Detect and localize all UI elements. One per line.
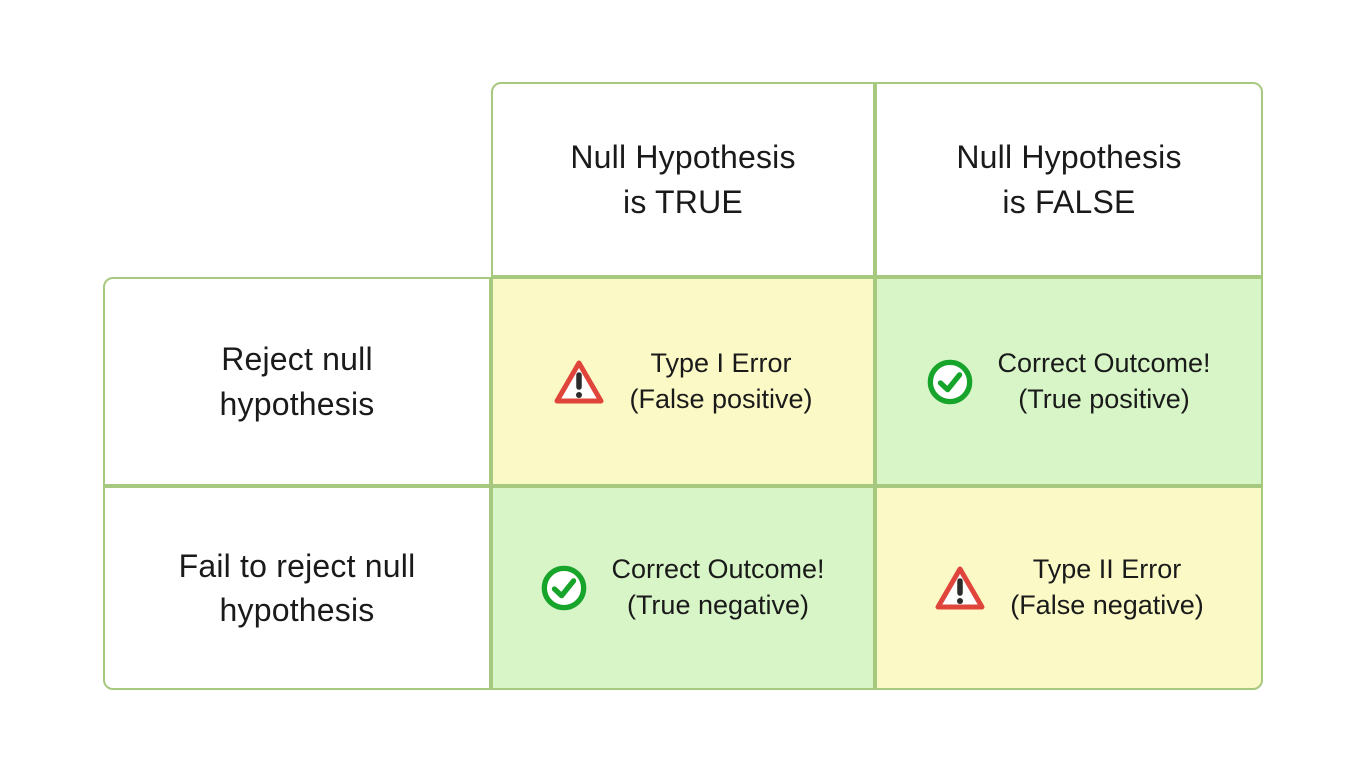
outcome-text: Type II Error (False negative)	[1010, 552, 1204, 623]
header-line-2: is TRUE	[623, 183, 743, 220]
outcome-content: Correct Outcome! (True positive)	[927, 346, 1211, 417]
outcome-subtitle: (False positive)	[629, 383, 813, 414]
outcome-content: Type I Error (False positive)	[553, 346, 813, 417]
row-header-line-2: hypothesis	[219, 592, 375, 628]
row-header-reject: Reject null hypothesis	[103, 277, 491, 486]
corner-spacer	[103, 82, 491, 277]
header-line-1: Null Hypothesis	[570, 139, 796, 176]
row-header-fail-to-reject: Fail to reject null hypothesis	[103, 486, 491, 690]
outcome-title: Type I Error	[650, 347, 792, 378]
warning-icon	[553, 358, 605, 406]
outcome-title: Correct Outcome!	[611, 554, 825, 585]
header-line-2: is FALSE	[1002, 183, 1136, 220]
outcome-title: Correct Outcome!	[997, 347, 1211, 378]
outcome-text: Type I Error (False positive)	[629, 346, 812, 417]
col-header-text: Null Hypothesis is FALSE	[956, 135, 1181, 223]
check-circle-icon	[927, 359, 973, 405]
outcome-title: Type II Error	[1032, 554, 1182, 585]
header-line-1: Null Hypothesis	[956, 139, 1182, 176]
col-header-text: Null Hypothesis is TRUE	[570, 135, 795, 223]
row-header-line-1: Fail to reject null	[178, 547, 416, 584]
cell-type1-error: Type I Error (False positive)	[491, 277, 875, 486]
outcome-subtitle: (True negative)	[626, 590, 810, 620]
outcome-content: Correct Outcome! (True negative)	[541, 552, 825, 623]
row-header-text: Reject null hypothesis	[220, 337, 375, 425]
outcome-subtitle: (True positive)	[1018, 383, 1190, 414]
row-header-line-2: hypothesis	[219, 385, 375, 422]
warning-icon	[934, 564, 986, 612]
col-header-null-true: Null Hypothesis is TRUE	[491, 82, 875, 277]
row-header-text: Fail to reject null hypothesis	[179, 544, 416, 632]
outcome-text: Correct Outcome! (True negative)	[611, 552, 824, 623]
cell-true-positive: Correct Outcome! (True positive)	[875, 277, 1263, 486]
outcome-subtitle: (False negative)	[1010, 590, 1204, 620]
row-header-line-1: Reject null	[221, 341, 373, 378]
cell-type2-error: Type II Error (False negative)	[875, 486, 1263, 690]
col-header-null-false: Null Hypothesis is FALSE	[875, 82, 1263, 277]
check-circle-icon	[541, 565, 587, 611]
hypothesis-outcome-matrix: Null Hypothesis is TRUE Null Hypothesis …	[103, 82, 1263, 690]
cell-true-negative: Correct Outcome! (True negative)	[491, 486, 875, 690]
outcome-content: Type II Error (False negative)	[934, 552, 1204, 623]
outcome-text: Correct Outcome! (True positive)	[997, 346, 1210, 417]
